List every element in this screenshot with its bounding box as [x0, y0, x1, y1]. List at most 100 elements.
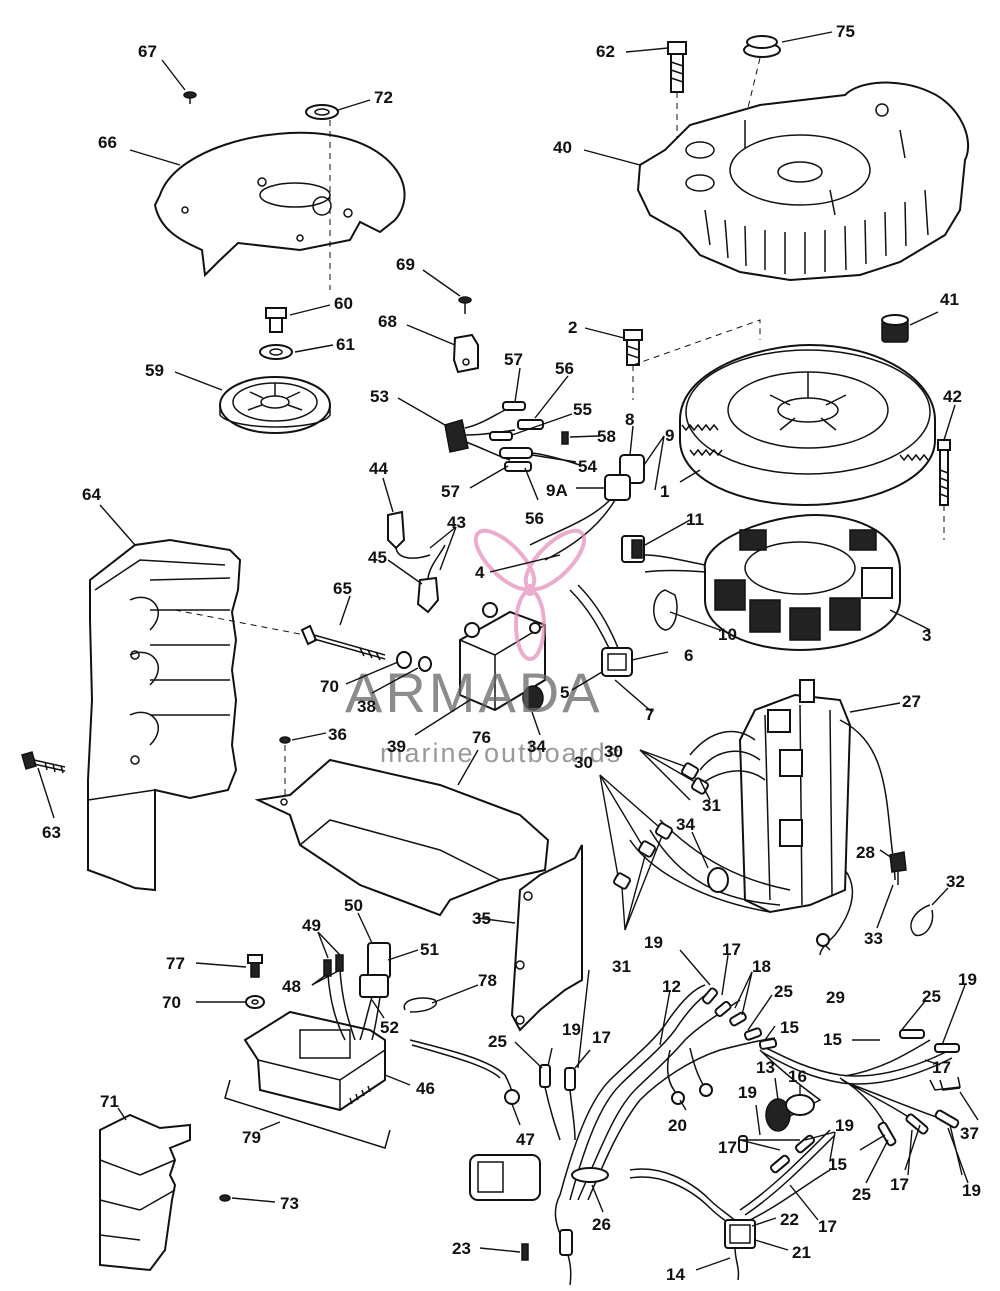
callout-6: 6 [684, 646, 693, 665]
reference-line-79 [224, 1079, 391, 1149]
callout-63: 63 [42, 823, 61, 842]
callout-50: 50 [344, 896, 363, 915]
callout-58: 58 [597, 427, 616, 446]
callout-31-a: 31 [702, 796, 721, 815]
callout-52: 52 [380, 1018, 399, 1037]
callout-45: 45 [368, 548, 387, 567]
callout-17-e: 17 [890, 1175, 909, 1194]
washer-72 [305, 104, 339, 120]
callout-11: 11 [686, 510, 704, 529]
callout-26: 26 [592, 1215, 611, 1234]
timer-base-plate-66 [153, 120, 406, 290]
connector-8 [529, 454, 645, 561]
callout-8: 8 [625, 410, 634, 429]
ground-lead-47 [409, 1039, 520, 1105]
watermark-subtitle: marine outboards [380, 738, 622, 768]
callout-23: 23 [452, 1239, 471, 1258]
callout-labels: 67 72 66 62 75 40 69 60 61 68 59 2 41 57… [42, 22, 981, 1284]
callout-27: 27 [902, 692, 921, 711]
callout-77: 77 [166, 954, 185, 973]
callout-17-d: 17 [718, 1138, 737, 1157]
shield-35 [510, 844, 583, 1032]
callout-68: 68 [378, 312, 397, 331]
spark-plug-lead-45 [416, 544, 446, 614]
connector-55 [489, 431, 513, 441]
callout-28: 28 [856, 843, 875, 862]
callout-31-b: 31 [612, 957, 631, 976]
callout-57-top: 57 [504, 350, 523, 369]
wiring-harness-12 [469, 984, 776, 1286]
callout-17-c: 17 [932, 1058, 951, 1077]
terminal-58 [561, 431, 569, 445]
callout-72: 72 [374, 88, 393, 107]
cover-71 [99, 1113, 191, 1272]
callout-7: 7 [645, 705, 654, 724]
callout-39: 39 [387, 737, 406, 756]
nut-70 [418, 656, 432, 672]
cover-76 [254, 758, 550, 917]
stator-3 [644, 513, 901, 652]
connector-6 [569, 584, 633, 677]
terminal-68 [452, 333, 479, 374]
flywheel-1 [679, 343, 936, 507]
bolt-42 [937, 439, 951, 540]
terminal-block-53 [444, 409, 516, 461]
callout-69: 69 [396, 255, 415, 274]
callout-70-top: 70 [320, 677, 339, 696]
callout-56-top: 56 [555, 359, 574, 378]
bolt-65 [300, 624, 386, 661]
callout-37: 37 [960, 1124, 979, 1143]
callout-35: 35 [472, 909, 491, 928]
callout-41: 41 [940, 290, 959, 309]
flywheel-cover-40 [636, 81, 970, 282]
bolt-77 [247, 954, 263, 978]
callout-42: 42 [943, 387, 962, 406]
callout-20: 20 [668, 1116, 687, 1135]
callout-17-b: 17 [592, 1028, 611, 1047]
callout-18: 18 [752, 957, 771, 976]
callout-25-c: 25 [488, 1032, 507, 1051]
callout-54: 54 [578, 457, 597, 476]
harness-leads-left [539, 1064, 576, 1141]
callout-3: 3 [922, 626, 931, 645]
callout-19-e: 19 [835, 1116, 854, 1135]
callout-25-b: 25 [922, 987, 941, 1006]
spark-plug-lead-44 [387, 510, 431, 559]
callout-2: 2 [568, 318, 577, 337]
callout-70-bottom: 70 [162, 993, 181, 1012]
callout-46: 46 [416, 1079, 435, 1098]
terminal-23 [521, 1243, 529, 1261]
wire-strap-10 [653, 589, 678, 631]
callout-51: 51 [420, 940, 439, 959]
callout-55: 55 [573, 400, 592, 419]
connector-56 [517, 419, 544, 430]
callout-64: 64 [82, 485, 101, 504]
callout-19-a: 19 [644, 933, 663, 952]
bushing-41 [881, 314, 909, 343]
callout-10: 10 [718, 625, 737, 644]
callout-33: 33 [864, 929, 883, 948]
callout-32: 32 [946, 872, 965, 891]
terminal-28 [889, 851, 907, 885]
callout-40: 40 [553, 138, 572, 157]
connector-56b [504, 461, 532, 472]
ignition-coil-39 [459, 602, 546, 712]
callout-17-a: 17 [722, 940, 741, 959]
power-pack-bracket-27 [629, 679, 896, 956]
screw-73 [219, 1194, 231, 1202]
callout-29: 29 [826, 988, 845, 1007]
callout-73: 73 [280, 1194, 299, 1213]
callout-61: 61 [336, 335, 355, 354]
washer-38 [396, 651, 412, 669]
callout-16: 16 [788, 1067, 807, 1086]
callout-62: 62 [596, 42, 615, 61]
callout-43: 43 [447, 513, 466, 532]
callout-22: 22 [780, 1210, 799, 1229]
harness-branch-right [759, 1029, 961, 1147]
bolt-63 [21, 751, 66, 774]
callout-4: 4 [475, 563, 485, 582]
callout-75: 75 [836, 22, 855, 41]
callout-53: 53 [370, 387, 389, 406]
callout-66: 66 [98, 133, 117, 152]
callout-9: 9 [665, 426, 674, 445]
